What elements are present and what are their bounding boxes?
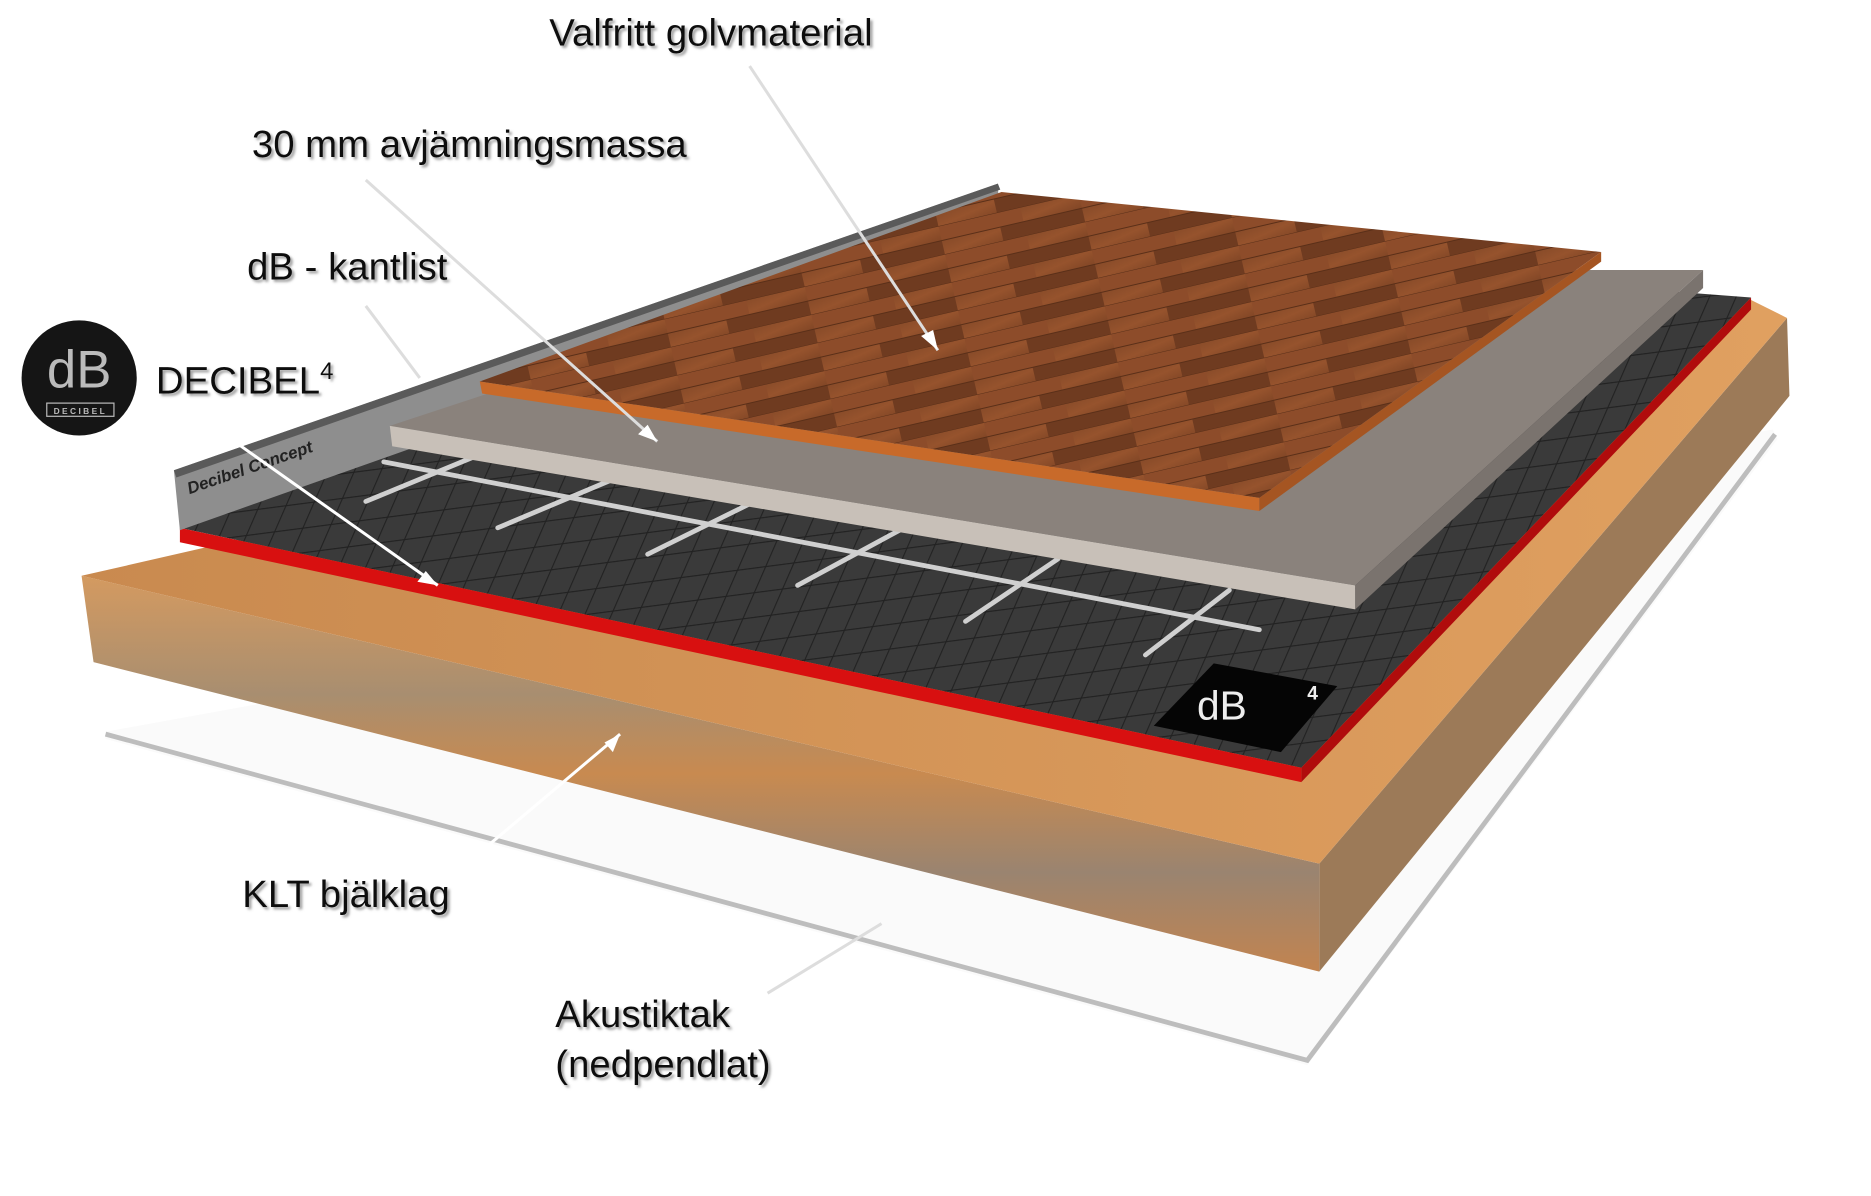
label-floor-material: Valfritt golvmaterial	[549, 12, 872, 55]
leader-arrows	[203, 65, 940, 995]
decibel-badge: dB 4	[1153, 663, 1338, 753]
svg-text:dB: dB	[1197, 683, 1247, 729]
label-ceiling-line1: Akustiktak	[555, 993, 731, 1036]
svg-text:dB: dB	[47, 341, 112, 400]
arrow-icon	[364, 305, 421, 379]
label-leveling-compound: 30 mm avjämningsmassa	[252, 123, 688, 166]
label-edge-strip: dB - kantlist	[247, 246, 448, 289]
arrow-icon	[766, 922, 883, 995]
arrow-icon	[472, 732, 622, 859]
decibel-logo: dB DECIBEL	[21, 320, 137, 436]
label-klt: KLT bjälklag	[242, 873, 450, 916]
svg-text:DECIBEL: DECIBEL	[54, 406, 108, 416]
arrow-icon	[203, 418, 439, 587]
svg-text:4: 4	[1307, 683, 1318, 704]
label-ceiling-line2: (nedpendlat)	[555, 1043, 770, 1086]
arrow-icon	[748, 65, 940, 352]
rebar-mesh	[363, 451, 1262, 658]
wood-floor-layer	[479, 192, 1602, 512]
brand-label: DECIBEL4	[156, 358, 333, 402]
arrow-icon	[364, 178, 659, 443]
